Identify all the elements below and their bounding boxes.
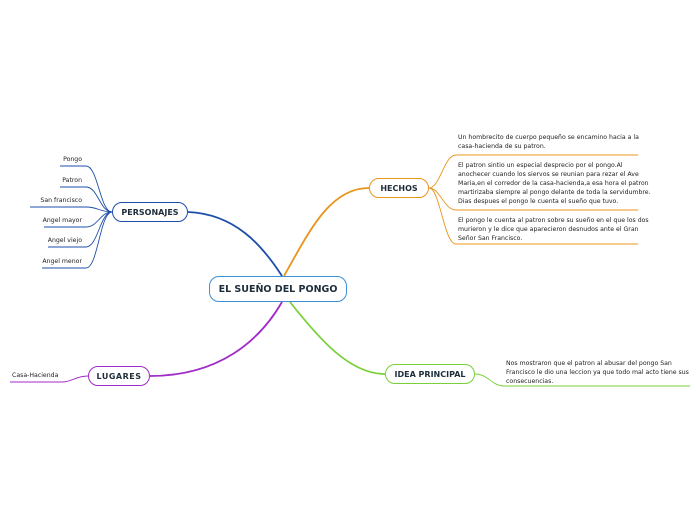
- hecho-3[interactable]: El pongo le cuenta al patron sobre su su…: [458, 217, 649, 243]
- link-center-personajes: [187, 211, 283, 277]
- link-center-hechos: [283, 187, 370, 277]
- link-pongo: [85, 165, 113, 213]
- branch-lugares[interactable]: LUGARES: [88, 366, 150, 386]
- link-hecho-3: [428, 187, 457, 245]
- leaf-patron[interactable]: Patron: [62, 177, 82, 184]
- link-patron: [85, 186, 113, 213]
- leaf-pongo[interactable]: Pongo: [63, 156, 82, 163]
- leaf-angel-mayor[interactable]: Angel mayor: [42, 217, 82, 224]
- hecho-1[interactable]: Un hombrecito de cuerpo pequeño se encam…: [458, 134, 639, 151]
- link-center-idea: [289, 301, 386, 375]
- leaf-angel-menor[interactable]: Angel menor: [42, 258, 82, 265]
- leaf-san-francisco[interactable]: San francisco: [40, 197, 82, 204]
- link-casahacienda: [61, 375, 89, 383]
- link-idea-text: [474, 373, 505, 387]
- hecho-2[interactable]: El patron sintio un especial desprecio p…: [458, 162, 651, 206]
- branch-idea-principal[interactable]: IDEA PRINCIPAL: [385, 364, 475, 384]
- leaf-angel-viejo[interactable]: Angel viejo: [47, 237, 82, 244]
- leaf-casa-hacienda[interactable]: Casa-Hacienda: [12, 372, 59, 379]
- link-angelmenor: [85, 211, 113, 269]
- branch-personajes[interactable]: PERSONAJES: [112, 202, 188, 222]
- branch-hechos[interactable]: HECHOS: [369, 178, 429, 198]
- central-topic[interactable]: EL SUEÑO DEL PONGO: [209, 276, 347, 302]
- link-center-lugares: [149, 301, 283, 377]
- link-hecho-1: [428, 154, 457, 189]
- idea-principal-text[interactable]: Nos mostraron que el patron al abusar de…: [506, 360, 689, 386]
